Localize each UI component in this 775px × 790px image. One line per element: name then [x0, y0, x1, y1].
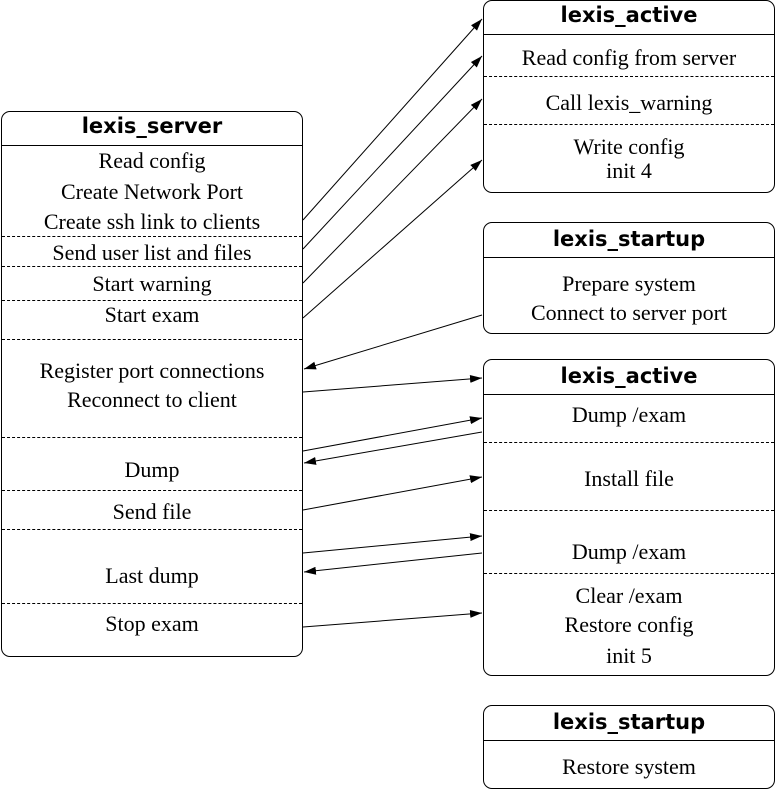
lexis-active-box-2: lexis_active Dump /exam Install file Dum… — [483, 359, 775, 676]
step-create-ssh-link: Create ssh link to clients — [43, 209, 261, 234]
step-dump-exam-1: Dump /exam — [571, 402, 687, 427]
divider — [484, 442, 774, 443]
step-send-user-list: Send user list and files — [52, 240, 252, 265]
lexis-startup-title-1: lexis_startup — [552, 227, 706, 251]
divider — [484, 257, 774, 258]
arrow-ssh-to-active — [302, 18, 483, 221]
divider — [2, 236, 302, 237]
lexis-active-title-1: lexis_active — [560, 3, 698, 27]
step-write-config: Write config — [573, 134, 685, 159]
divider — [2, 490, 302, 491]
step-install-file: Install file — [584, 466, 674, 491]
arrow-stop-exam — [302, 609, 483, 628]
divider — [484, 76, 774, 77]
step-dump: Dump — [124, 457, 180, 482]
lexis-active-box-1: lexis_active Read config from server Cal… — [483, 0, 775, 193]
arrow-dump-reply — [303, 431, 483, 465]
lexis-active-title-2: lexis_active — [560, 364, 698, 388]
divider — [2, 266, 302, 267]
arrow-last-dump-reply — [303, 552, 483, 575]
step-init-5: init 5 — [606, 643, 652, 668]
arrow-dump-request — [302, 416, 483, 452]
divider — [2, 529, 302, 530]
lexis-startup-title-2: lexis_startup — [552, 710, 706, 734]
step-start-warning: Start warning — [92, 271, 212, 296]
divider — [484, 510, 774, 511]
step-dump-exam-2: Dump /exam — [571, 539, 687, 564]
step-init-4: init 4 — [606, 158, 652, 183]
divider — [484, 394, 774, 395]
divider — [2, 339, 302, 340]
step-restore-config: Restore config — [564, 612, 694, 637]
divider — [484, 34, 774, 35]
arrow-userlist-to-active — [302, 55, 483, 250]
arrow-last-dump-request — [302, 533, 483, 554]
step-call-lexis-warning: Call lexis_warning — [545, 90, 713, 115]
arrow-startup-to-server — [303, 314, 483, 370]
divider — [2, 603, 302, 604]
step-last-dump: Last dump — [105, 563, 199, 588]
divider — [484, 573, 774, 574]
step-reconnect-to-client: Reconnect to client — [67, 387, 237, 412]
step-send-file: Send file — [112, 499, 192, 524]
step-prepare-system: Prepare system — [562, 271, 696, 296]
step-register-port-connections: Register port connections — [39, 358, 265, 383]
arrow-startexam-to-active — [302, 159, 483, 319]
step-create-network-port: Create Network Port — [60, 179, 244, 204]
lexis-server-title: lexis_server — [81, 114, 223, 138]
arrow-reconnect-to-active — [302, 374, 483, 393]
step-read-config-from-server: Read config from server — [521, 45, 737, 70]
arrow-warning-to-active — [302, 98, 483, 284]
divider — [484, 124, 774, 125]
step-stop-exam: Stop exam — [105, 611, 199, 636]
lexis-startup-box-2: lexis_startup Restore system — [483, 705, 775, 789]
divider — [484, 740, 774, 741]
divider — [2, 437, 302, 438]
step-clear-exam: Clear /exam — [575, 583, 683, 608]
arrow-send-file — [302, 475, 483, 511]
step-connect-to-server-port: Connect to server port — [530, 300, 728, 325]
step-start-exam: Start exam — [104, 302, 200, 327]
divider — [2, 300, 302, 301]
step-read-config: Read config — [98, 148, 206, 173]
step-restore-system: Restore system — [562, 754, 696, 779]
lexis-server-box: lexis_server Read config Create Network … — [1, 111, 303, 657]
lexis-startup-box-1: lexis_startup Prepare system Connect to … — [483, 222, 775, 334]
divider — [2, 145, 302, 146]
